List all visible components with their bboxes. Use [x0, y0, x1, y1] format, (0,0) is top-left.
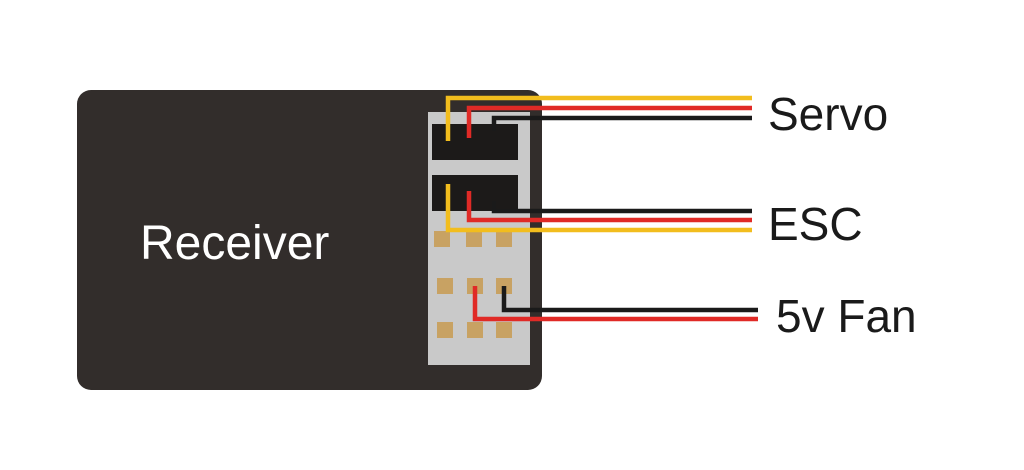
servo-wires [445, 95, 752, 141]
pin-pads [434, 231, 512, 338]
esc-negative-wire [491, 201, 752, 214]
fan-label: 5v Fan [776, 290, 917, 342]
receiver-body [77, 90, 542, 390]
pin-pad [496, 322, 512, 338]
servo-signal-wire [445, 95, 752, 141]
pin-pad [466, 231, 482, 247]
pin-pad [437, 322, 453, 338]
esc-label: ESC [768, 198, 863, 250]
esc-wires [445, 184, 752, 233]
servo-label: Servo [768, 88, 888, 140]
servo-connector [432, 124, 518, 160]
fan-negative-wire [501, 286, 758, 313]
pin-pad [467, 322, 483, 338]
pin-pad [437, 278, 453, 294]
esc-positive-wire [466, 191, 752, 223]
servo-negative-wire [491, 115, 752, 131]
pin-pad [496, 231, 512, 247]
esc-signal-wire [445, 184, 752, 233]
fan-wires [472, 286, 758, 322]
servo-positive-wire [466, 105, 752, 138]
receiver-label: Receiver [140, 217, 329, 270]
fan-positive-wire [472, 286, 758, 322]
pin-pad [434, 231, 450, 247]
esc-connector [432, 175, 518, 211]
